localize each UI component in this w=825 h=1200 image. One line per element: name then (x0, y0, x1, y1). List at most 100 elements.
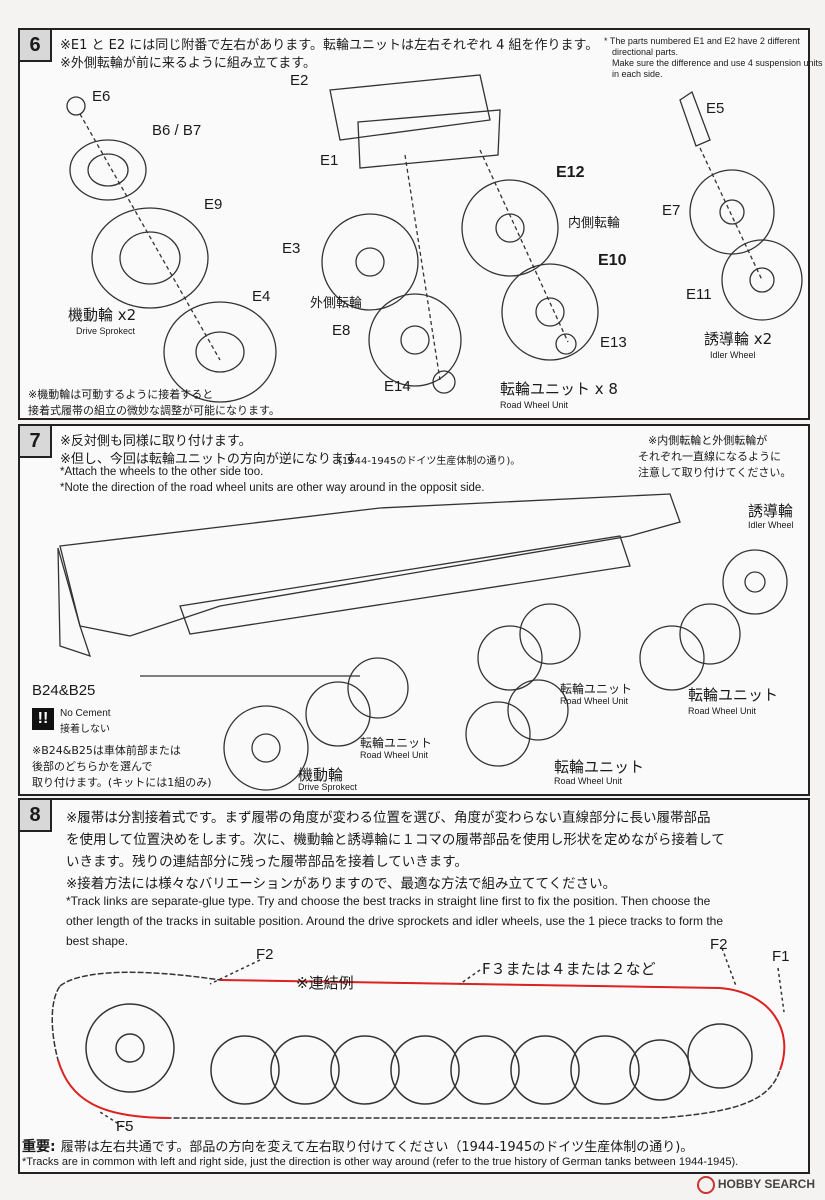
e3-wheel (321, 213, 419, 311)
track-road-wheel (390, 1035, 460, 1105)
track-road-wheel (330, 1035, 400, 1105)
label-e4: E4 (252, 288, 271, 305)
rw-label-en: Road Wheel Unit (554, 776, 623, 786)
label-f1: F1 (772, 948, 790, 965)
logo-text: HOBBY SEARCH (717, 1177, 815, 1192)
b24-note: 後部のどちらかを選んで (32, 760, 153, 773)
track-road-wheel (629, 1039, 691, 1101)
road-wheel-unit-4a (639, 625, 705, 691)
label-b6-b7: B6 / B7 (152, 122, 202, 139)
sprocket-title: 機動輪 x2 (68, 306, 137, 324)
e12-wheel (461, 179, 559, 277)
label-e1: E1 (320, 152, 339, 169)
note-right: ※内側転輪と外側転輪が (648, 434, 768, 447)
note-en: directional parts. (612, 47, 679, 57)
rw-label: 転輪ユニット (360, 736, 433, 750)
rw-label-en: Road Wheel Unit (560, 696, 629, 706)
e6-cap (66, 96, 86, 116)
track-idler (687, 1023, 753, 1089)
step-number: 8 (20, 800, 52, 832)
note-en: in each side. (612, 69, 663, 79)
note-jp: ※反対側も同様に取り付けます。 (60, 434, 252, 449)
e4-sprocket (163, 301, 277, 403)
road-wheel-unit-2a (465, 701, 531, 767)
label-e9: E9 (204, 196, 223, 213)
step-7-drawing (57, 493, 788, 791)
note-right: それぞれ一直線になるように (638, 450, 781, 463)
road-wheel-unit-3b (519, 603, 581, 665)
hobby-search-logo: HOBBY SEARCH (696, 1176, 815, 1194)
label-outer-wheel: 外側転輪 (310, 296, 363, 311)
note-jp: ※E1 と E2 には同じ附番で左右があります。転輪ユニットは左右それぞれ 4 … (60, 38, 599, 53)
track-sprocket (85, 1003, 175, 1093)
label-f2: F2 (710, 936, 728, 953)
road-wheel-unit-4b (679, 603, 741, 665)
note-en: *Note the direction of the road wheel un… (60, 482, 485, 494)
idler-wheel (722, 549, 788, 615)
road-wheel-unit-1a (305, 681, 371, 747)
e5-axle (679, 91, 711, 147)
track-road-wheel (570, 1035, 640, 1105)
note-jp: ※但し、今回は転輪ユニットの方向が逆になります (60, 452, 357, 467)
track-note-en: other length of the tracks in suitable p… (66, 914, 724, 928)
label-e13: E13 (600, 334, 627, 351)
b24-label: B24&B25 (32, 682, 96, 699)
step-8-panel: 8 ※履帯は分割接着式です。まず履帯の角度が変わる位置を選び、角度が変わらない直… (18, 798, 810, 1174)
e2-arm (329, 74, 491, 141)
e8-wheel (368, 293, 462, 387)
rw-label: 転輪ユニット (554, 758, 645, 776)
road-wheel-unit-2b (507, 679, 569, 741)
label-e7: E7 (662, 202, 681, 219)
track-note-en: *Track links are separate-glue type. Try… (66, 894, 711, 908)
e1-arm (357, 109, 501, 169)
note-jp: ※外側転輪が前に来るように組み立てます。 (60, 56, 316, 71)
label-f5: F5 (116, 1118, 134, 1135)
note-right: 注意して取り付けてください。 (638, 466, 792, 479)
step-7-panel: 7 ※反対側も同様に取り付けます。 ※但し、今回は転輪ユニットの方向が逆になりま… (18, 424, 810, 796)
drive-sprocket (223, 705, 309, 791)
no-cement-jp: 接着しない (60, 724, 110, 735)
idler-label: 誘導輪 (748, 502, 794, 520)
no-cement-en: No Cement (60, 708, 111, 719)
track-note-en: best shape. (66, 934, 129, 948)
label-e6: E6 (92, 88, 111, 105)
idler-label-en: Idler Wheel (748, 520, 794, 530)
note-en: * The parts numbered E1 and E2 have 2 di… (604, 36, 800, 46)
warning-icon: !! (32, 708, 54, 730)
b6-hub (69, 139, 147, 201)
b24-note: ※B24&B25は車体前部または (32, 744, 181, 757)
track-note-jp: いきます。残りの連結部分に残った履帯部品を接着していきます。 (66, 854, 468, 870)
important-en: *Tracks are in common with left and righ… (22, 1156, 739, 1168)
roadwheel-en: Road Wheel Unit (500, 400, 569, 410)
e7-idler (689, 169, 775, 255)
rw-label-en: Road Wheel Unit (360, 750, 429, 760)
foot-note: 接着式履帯の組立の微妙な調整が可能になります。 (28, 404, 280, 417)
label-e2: E2 (290, 72, 309, 89)
step-6-panel: 6 ※E1 と E2 には同じ附番で左右があります。転輪ユニットは左右それぞれ … (18, 28, 822, 420)
note-en: Make sure the difference and use 4 suspe… (612, 58, 823, 68)
important-note: 重要: 履帯は左右共通です。部品の方向を変えて左右取り付けてください（1944-… (22, 1136, 693, 1156)
label-e8: E8 (332, 322, 351, 339)
hull-side (59, 493, 681, 637)
e13-cap (555, 333, 577, 355)
step-6-drawing (66, 74, 803, 403)
important-label: 重要: (22, 1139, 56, 1155)
road-wheel-unit-3a (477, 625, 543, 691)
example-label: ※連結例 (296, 974, 354, 992)
track-f5-red (57, 1059, 171, 1119)
track-road-wheel (510, 1035, 580, 1105)
track-diagram (51, 947, 786, 1131)
idler-title: 誘導輪 x2 (704, 330, 773, 348)
b24-note: 取り付けます。(キットには1組のみ) (32, 776, 212, 789)
track-road-wheel (450, 1035, 520, 1105)
e14-cap (432, 370, 456, 394)
rw-label: 転輪ユニット (688, 686, 779, 704)
sprocket-label-en: Drive Sprokect (298, 782, 358, 792)
label-f2: F2 (256, 946, 274, 963)
track-road-wheel (270, 1035, 340, 1105)
sprocket-label: 機動輪 (298, 766, 344, 784)
label-inner-wheel: 内側転輪 (568, 216, 621, 231)
track-f1-red (719, 987, 786, 1071)
track-note-jp: ※履帯は分割接着式です。まず履帯の角度が変わる位置を選び、角度が変わらない直線部… (66, 810, 711, 826)
logo-icon (696, 1176, 715, 1194)
